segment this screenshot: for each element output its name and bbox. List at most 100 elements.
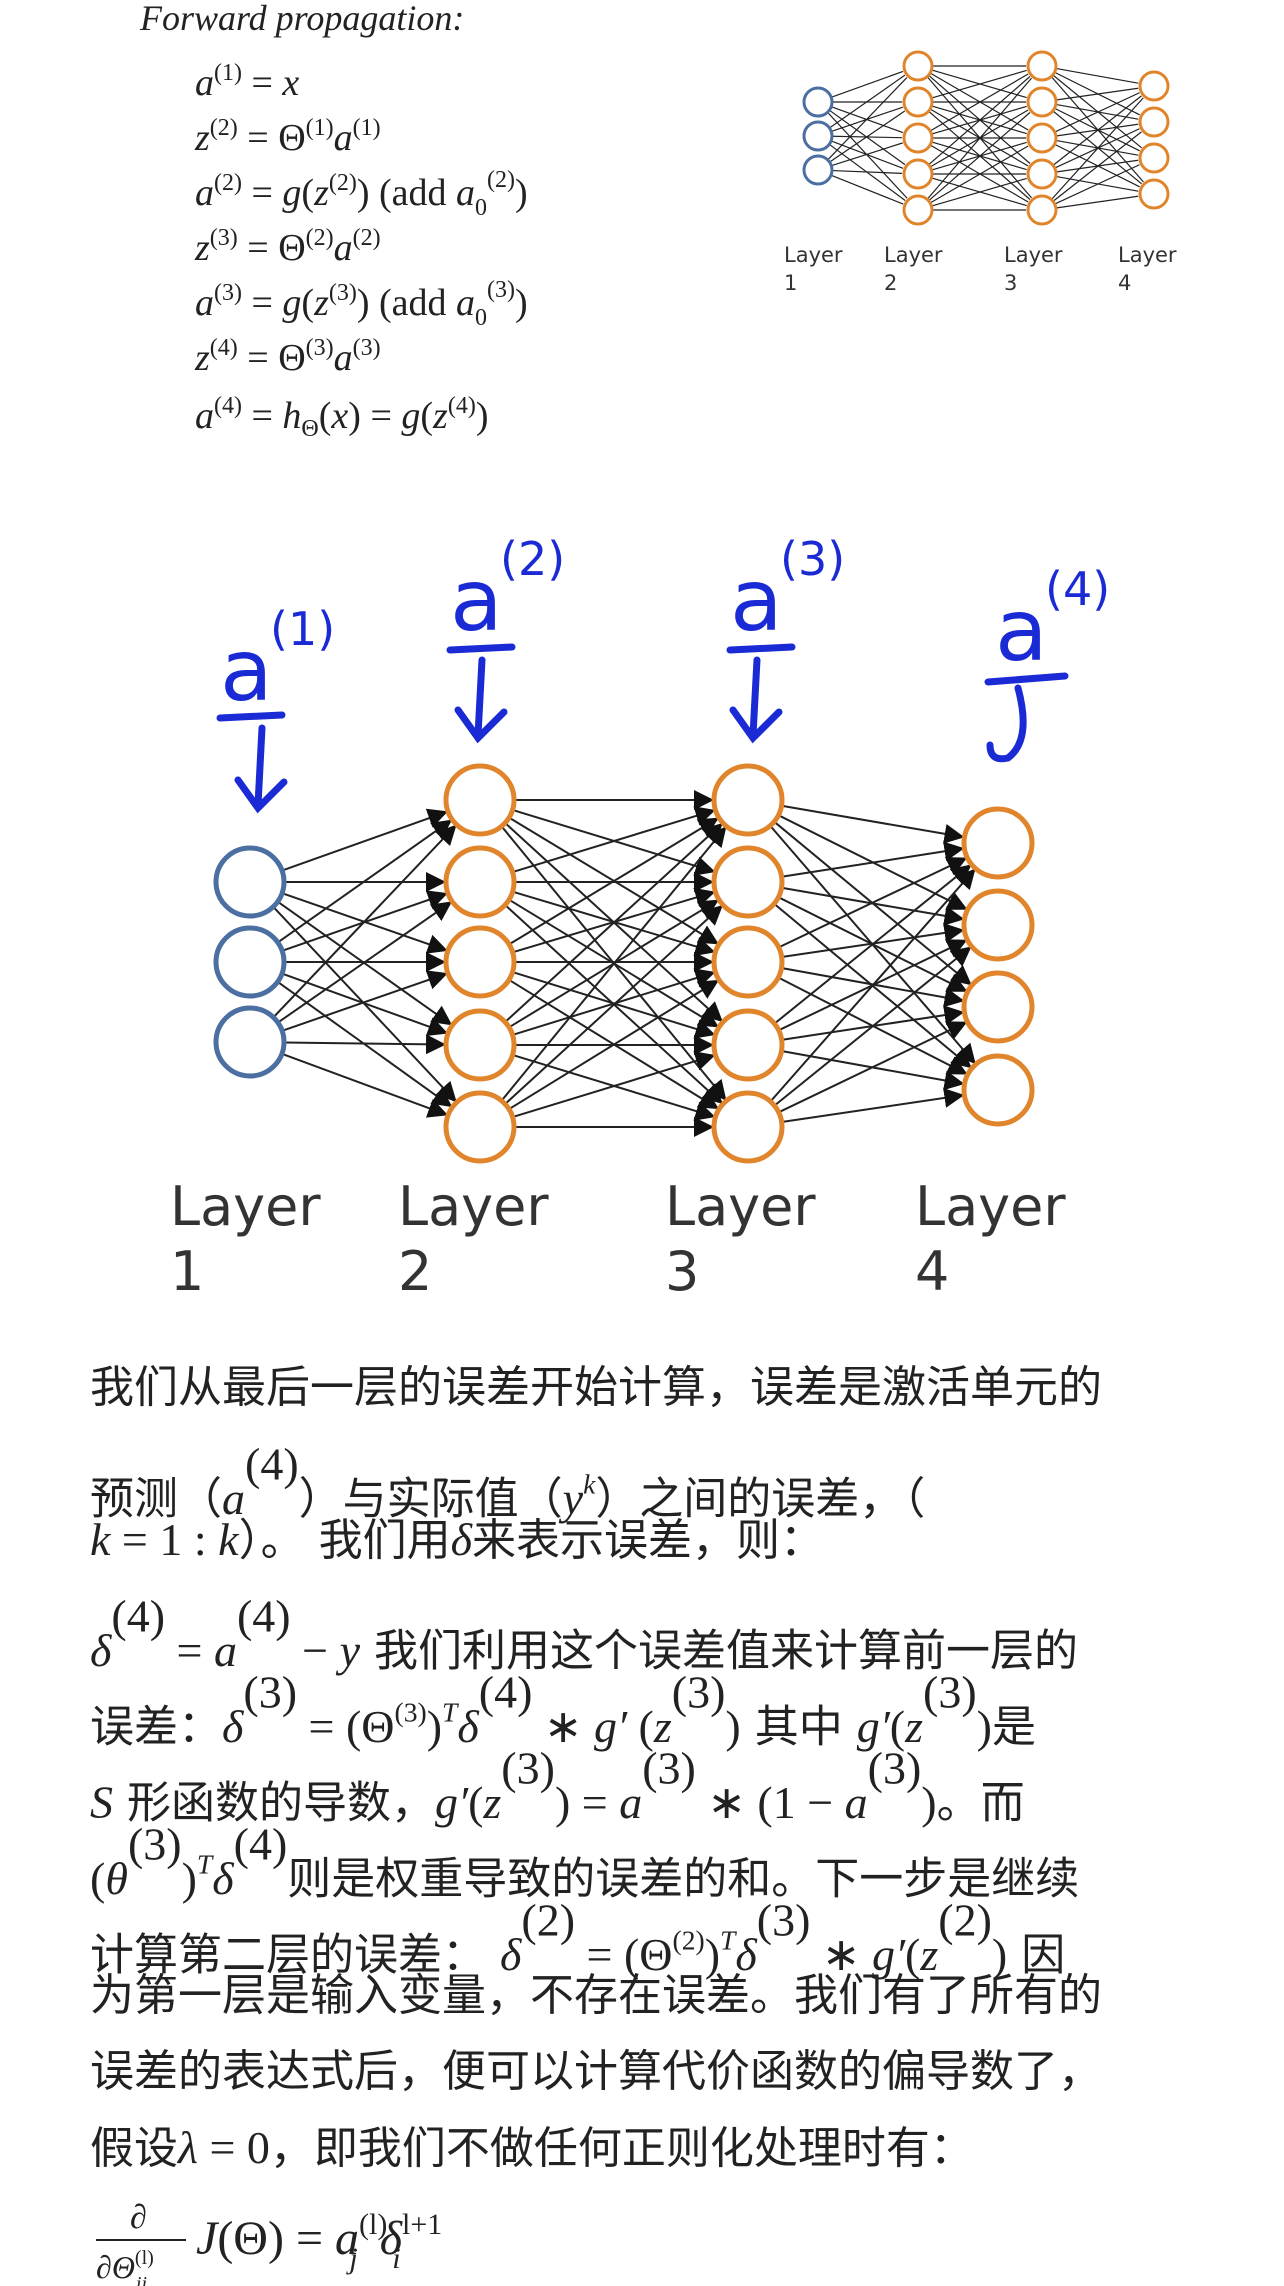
big-edge-l2-5-to-2 [504, 904, 723, 1105]
big-layer-1-word: Layer [170, 1175, 321, 1238]
big-edge-l3-1-to-1 [781, 804, 965, 844]
big-node-layer2-2 [443, 845, 517, 919]
big-edge-l3-2-to-1 [781, 841, 965, 878]
annotation-layer-1: a (1) [216, 602, 335, 814]
big-node-layer3-4 [711, 1008, 785, 1082]
small-node-layer3-2 [1026, 86, 1058, 118]
handwritten-annotations: a (1) a (2) a (3) a (4) [216, 532, 1110, 814]
paragraph-line-9: 为第一层是输入变量，不存在误差。我们有了所有的 [90, 1968, 1102, 2024]
small-edge-l3-5-to-4 [1055, 195, 1139, 209]
line-5-text-b: 其中 [754, 1701, 843, 1753]
big-node-layer2-1 [443, 763, 517, 837]
paragraph-line-3: k = 1 : k）。 我们用δ来表示误差，则： [90, 1512, 824, 1569]
big-layer-2-word: Layer [398, 1175, 549, 1238]
line-3-text-a: ）。 我们用 [238, 1515, 451, 1566]
annotation-4-letter: a [995, 581, 1048, 681]
small-layer-1-word: Layer [784, 243, 843, 267]
small-network-edges [827, 65, 1144, 211]
big-node-layer4-3 [961, 970, 1035, 1044]
line-9-text: 为第一层是输入变量，不存在误差。我们有了所有的 [90, 1970, 1102, 2021]
big-edge-l3-5-to-1 [769, 868, 976, 1103]
math-S: S [90, 1776, 113, 1828]
equation-1: a(1) = x [195, 60, 299, 104]
small-layer-labels: Layer 1 Layer 2 Layer 3 Layer 4 [784, 243, 1177, 295]
small-edge-l3-1-to-1 [1055, 67, 1139, 84]
equation-3: a(2) = g(z(2)) (add a0(2)) [195, 167, 528, 221]
big-network-diagram: a (1) a (2) a (3) a (4) Layer 1 Layer 2 [170, 532, 1110, 1303]
small-edge-l2-5-to-2 [928, 112, 1031, 202]
small-edge-l3-5-to-1 [1050, 97, 1144, 201]
small-node-layer3-4 [1026, 158, 1058, 190]
small-node-layer2-3 [902, 122, 934, 154]
equation-4: z(3) = Θ(2)a(2) [194, 225, 381, 269]
paragraph-line-10: 误差的表达式后，便可以计算代价函数的偏导数了， [90, 2044, 1102, 2100]
annotation-layer-2: a (2) [446, 532, 565, 744]
paragraph-line-5: 误差：δ(3) = (Θ(3))Tδ(4) ∗ g′ (z(3)) 其中 g′(… [90, 1664, 1036, 1756]
small-network-diagram: Layer 1 Layer 2 Layer 3 Layer 4 [784, 50, 1177, 295]
big-layer-2-number: 2 [398, 1240, 432, 1303]
line-7-text: 则是权重导致的误差的和。下一步是继续 [287, 1853, 1080, 1905]
big-layer-1-number: 1 [170, 1240, 204, 1303]
big-layer-4-word: Layer [915, 1175, 1066, 1238]
paragraph-line-7: (θ(3))Tδ(4)则是权重导致的误差的和。下一步是继续 [90, 1816, 1079, 1908]
small-edge-l1-3-to-2 [829, 110, 906, 163]
equation-6: z(4) = Θ(3)a(3) [194, 335, 381, 379]
small-node-layer2-4 [902, 158, 934, 190]
big-node-layer2-4 [443, 1008, 517, 1082]
big-node-layer1-2 [213, 925, 287, 999]
big-edge-l1-3-to-4 [283, 1034, 447, 1055]
big-node-layer2-5 [443, 1090, 517, 1164]
big-node-layer4-2 [961, 888, 1035, 962]
small-layer-2-number: 2 [884, 271, 897, 295]
annotation-2-sup: (2) [500, 532, 565, 586]
small-node-layer4-1 [1138, 70, 1170, 102]
small-node-layer4-2 [1138, 106, 1170, 138]
small-node-layer2-1 [902, 50, 934, 82]
svg-text:J(Θ) = a(l)jδl+1i: J(Θ) = a(l)jδl+1i [196, 2208, 442, 2275]
big-edge-l3-3-to-1 [778, 857, 968, 949]
big-edge-l2-4-to-1 [504, 822, 723, 1023]
big-node-layer1-3 [213, 1005, 287, 1079]
small-layer-2-word: Layer [884, 243, 943, 267]
small-edge-l2-5-to-1 [926, 77, 1033, 200]
big-edge-l2-4-to-3 [512, 968, 716, 1036]
paragraph-line-4: δ(4) = a(4) − y 我们利用这个误差值来计算前一层的 [90, 1588, 1078, 1680]
paragraph-line-1: 我们从最后一层的误差开始计算，误差是激活单元的 [90, 1360, 1102, 1416]
math-theta3T-delta4: (θ(3))Tδ(4) [90, 1818, 288, 1904]
big-layer-4-number: 4 [915, 1240, 949, 1303]
big-edge-l1-2-to-1 [277, 819, 453, 944]
big-edge-l2-5-to-1 [500, 826, 727, 1102]
big-layer-3-number: 3 [665, 1240, 699, 1303]
line-11-text-a: 假设 [90, 2123, 178, 2174]
small-layer-4-word: Layer [1118, 243, 1177, 267]
forward-title: Forward propagation: [139, 0, 464, 38]
line-8-text: 计算第二层的误差： [90, 1929, 486, 1981]
svg-text:∂Θ(l)ij: ∂Θ(l)ij [96, 2247, 154, 2286]
small-edge-l3-3-to-1 [1054, 92, 1140, 133]
big-node-layer1-1 [213, 845, 287, 919]
annotation-2-letter: a [450, 551, 503, 651]
small-edge-l2-5-to-3 [929, 145, 1029, 204]
small-edge-l2-5-to-4 [931, 177, 1027, 207]
big-edge-l1-3-to-2 [277, 901, 453, 1024]
big-edge-l3-3-to-3 [781, 967, 965, 1008]
small-node-layer4-3 [1138, 142, 1170, 174]
big-network-nodes [213, 763, 1035, 1164]
small-node-layer2-5 [902, 194, 934, 226]
line-1-text: 我们从最后一层的误差开始计算，误差是激活单元的 [90, 1362, 1102, 1413]
equation-7: a(4) = hΘ(x) = g(z(4)) [195, 393, 488, 442]
math-yk: yk [562, 1467, 596, 1524]
line-5-text-c: 是 [992, 1701, 1036, 1753]
small-network-nodes [802, 50, 1170, 226]
big-edge-l1-3-to-3 [281, 970, 448, 1032]
math-gprime-z3: g′(z(3)) [856, 1666, 992, 1752]
small-layer-1-number: 1 [784, 271, 797, 295]
small-layer-3-number: 3 [1004, 271, 1017, 295]
forward-propagation-equations: Forward propagation: a(1) = x z(2) = Θ(1… [139, 0, 528, 442]
small-node-layer1-3 [802, 154, 834, 186]
big-edge-l3-5-to-3 [778, 1021, 968, 1114]
big-edge-l1-3-to-5 [281, 1052, 449, 1118]
line-11-text-b: ，即我们不做任何正则化处理时有： [269, 2123, 974, 2174]
big-layer-3-word: Layer [665, 1175, 816, 1238]
svg-text:∂: ∂ [130, 2199, 147, 2236]
